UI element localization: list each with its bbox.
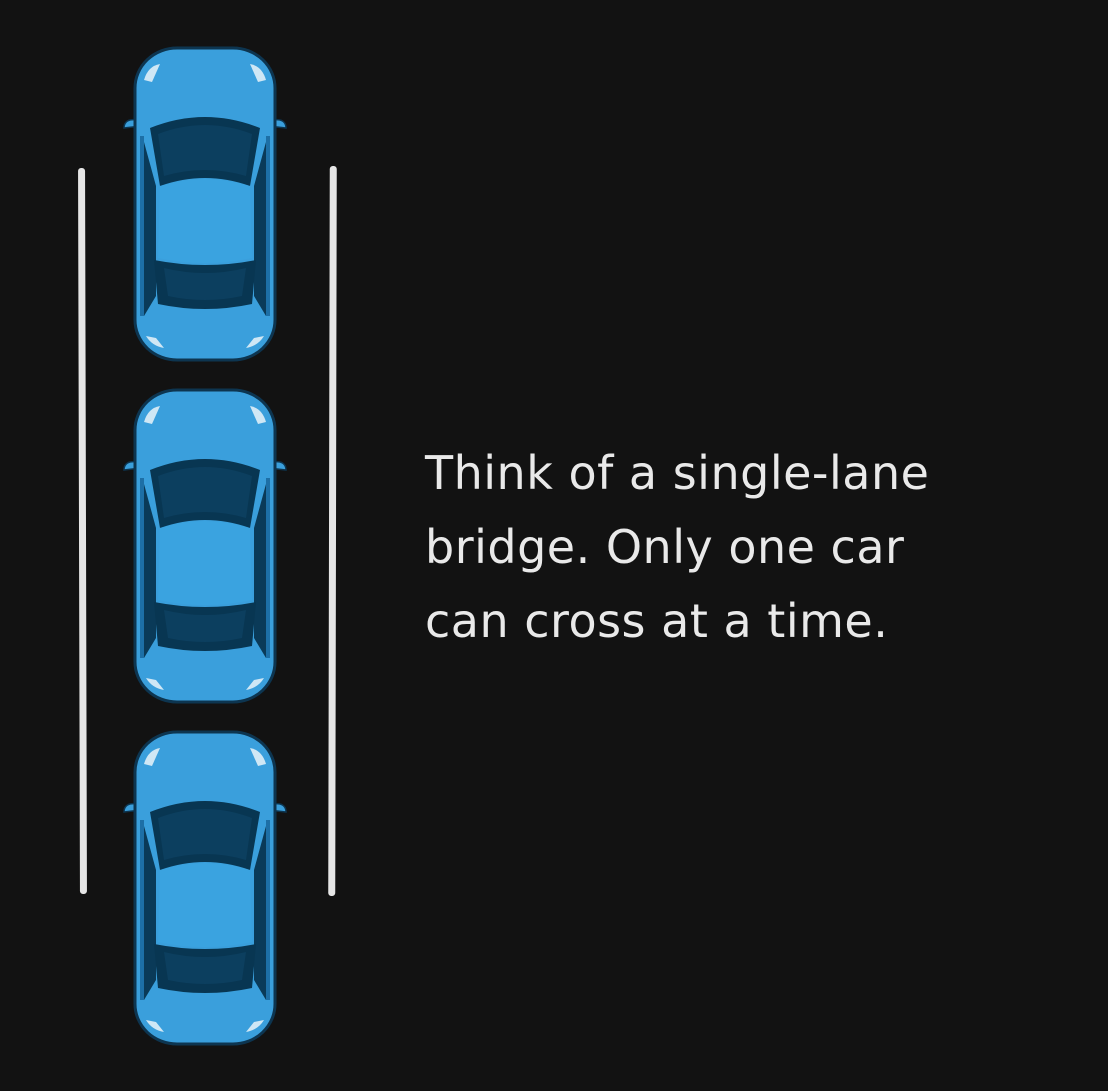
car-icon xyxy=(122,46,288,362)
car-icon xyxy=(122,388,288,704)
car-top-view-icon xyxy=(123,46,287,362)
car-top-view-icon xyxy=(123,730,287,1046)
lane-line-left xyxy=(78,167,87,895)
caption-line: can cross at a time. xyxy=(425,594,889,648)
caption-line: Think of a single-lane xyxy=(425,446,930,500)
car-icon xyxy=(122,730,288,1046)
lane-line-right xyxy=(328,165,337,897)
caption-line: bridge. Only one car xyxy=(425,520,905,574)
car-top-view-icon xyxy=(123,388,287,704)
caption-text: Think of a single-lane bridge. Only one … xyxy=(425,436,1105,658)
